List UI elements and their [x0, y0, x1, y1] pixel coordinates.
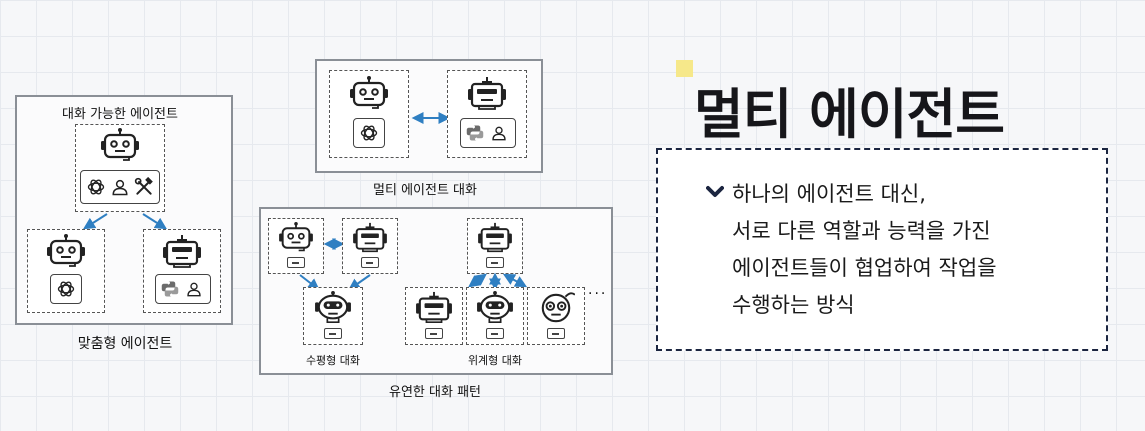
ellipsis: ... — [588, 282, 608, 298]
person-icon — [491, 125, 507, 141]
robot-icon — [352, 222, 388, 254]
title-accent-square — [676, 60, 693, 77]
capability-box — [50, 274, 82, 304]
hierarchical-conversation-label: 위계형 대화 — [467, 354, 523, 367]
person-icon — [186, 281, 202, 297]
page-title: 멀티 에이전트 — [694, 83, 1005, 146]
hierarchy-arrows — [468, 272, 528, 291]
flexible-patterns-caption: 유연한 대화 패턴 — [389, 385, 481, 400]
agent-tag — [486, 257, 504, 268]
chevron-down-icon — [706, 186, 724, 197]
description-line: 하나의 에이전트 대신, — [732, 182, 926, 206]
robot-icon — [46, 234, 86, 270]
bidirectional-arrow — [411, 112, 451, 124]
gpt-agent-box — [329, 70, 409, 158]
robot-icon — [477, 222, 513, 254]
robot-icon — [349, 76, 389, 112]
branch-arrows — [82, 213, 168, 230]
robot-icon — [162, 234, 202, 270]
robot-icon — [278, 222, 314, 254]
agent-tag — [361, 257, 379, 268]
multi-agent-conversation-caption: 멀티 에이전트 대화 — [373, 183, 477, 198]
description-box — [656, 148, 1108, 351]
agent-tag — [324, 328, 342, 339]
custom-agent-top-label: 대화 가능한 에이전트 — [62, 107, 178, 122]
python-icon — [161, 280, 179, 298]
capability-box — [353, 118, 385, 148]
robot-icon — [314, 291, 352, 325]
agent-tag — [287, 257, 305, 268]
robot-icon — [537, 291, 575, 325]
openai-icon — [86, 177, 106, 197]
robot-icon — [415, 291, 453, 325]
agent-tag — [425, 328, 443, 339]
person-icon — [111, 178, 129, 196]
robot-icon — [467, 76, 507, 112]
description-line: 서로 다른 역할과 능력을 가진 — [732, 219, 991, 243]
custom-agent-caption: 맞춤형 에이전트 — [77, 336, 173, 352]
description-line: 수행하는 방식 — [732, 293, 855, 317]
openai-icon — [359, 123, 379, 143]
bidirectional-arrow — [323, 238, 345, 250]
description-line: 에이전트들이 협업하여 작업을 — [732, 256, 997, 280]
horizontal-conversation-label: 수평형 대화 — [305, 354, 361, 367]
robot-icon — [476, 291, 514, 325]
tools-icon — [134, 177, 154, 197]
openai-icon — [56, 279, 76, 299]
converge-arrows — [299, 274, 371, 291]
python-icon — [466, 124, 484, 142]
agent-tag — [486, 328, 504, 339]
robot-icon — [100, 128, 140, 164]
agent-tag — [547, 328, 565, 339]
description-text: 하나의 에이전트 대신, 서로 다른 역할과 능력을 가진 에이전트들이 협업하… — [732, 176, 997, 324]
